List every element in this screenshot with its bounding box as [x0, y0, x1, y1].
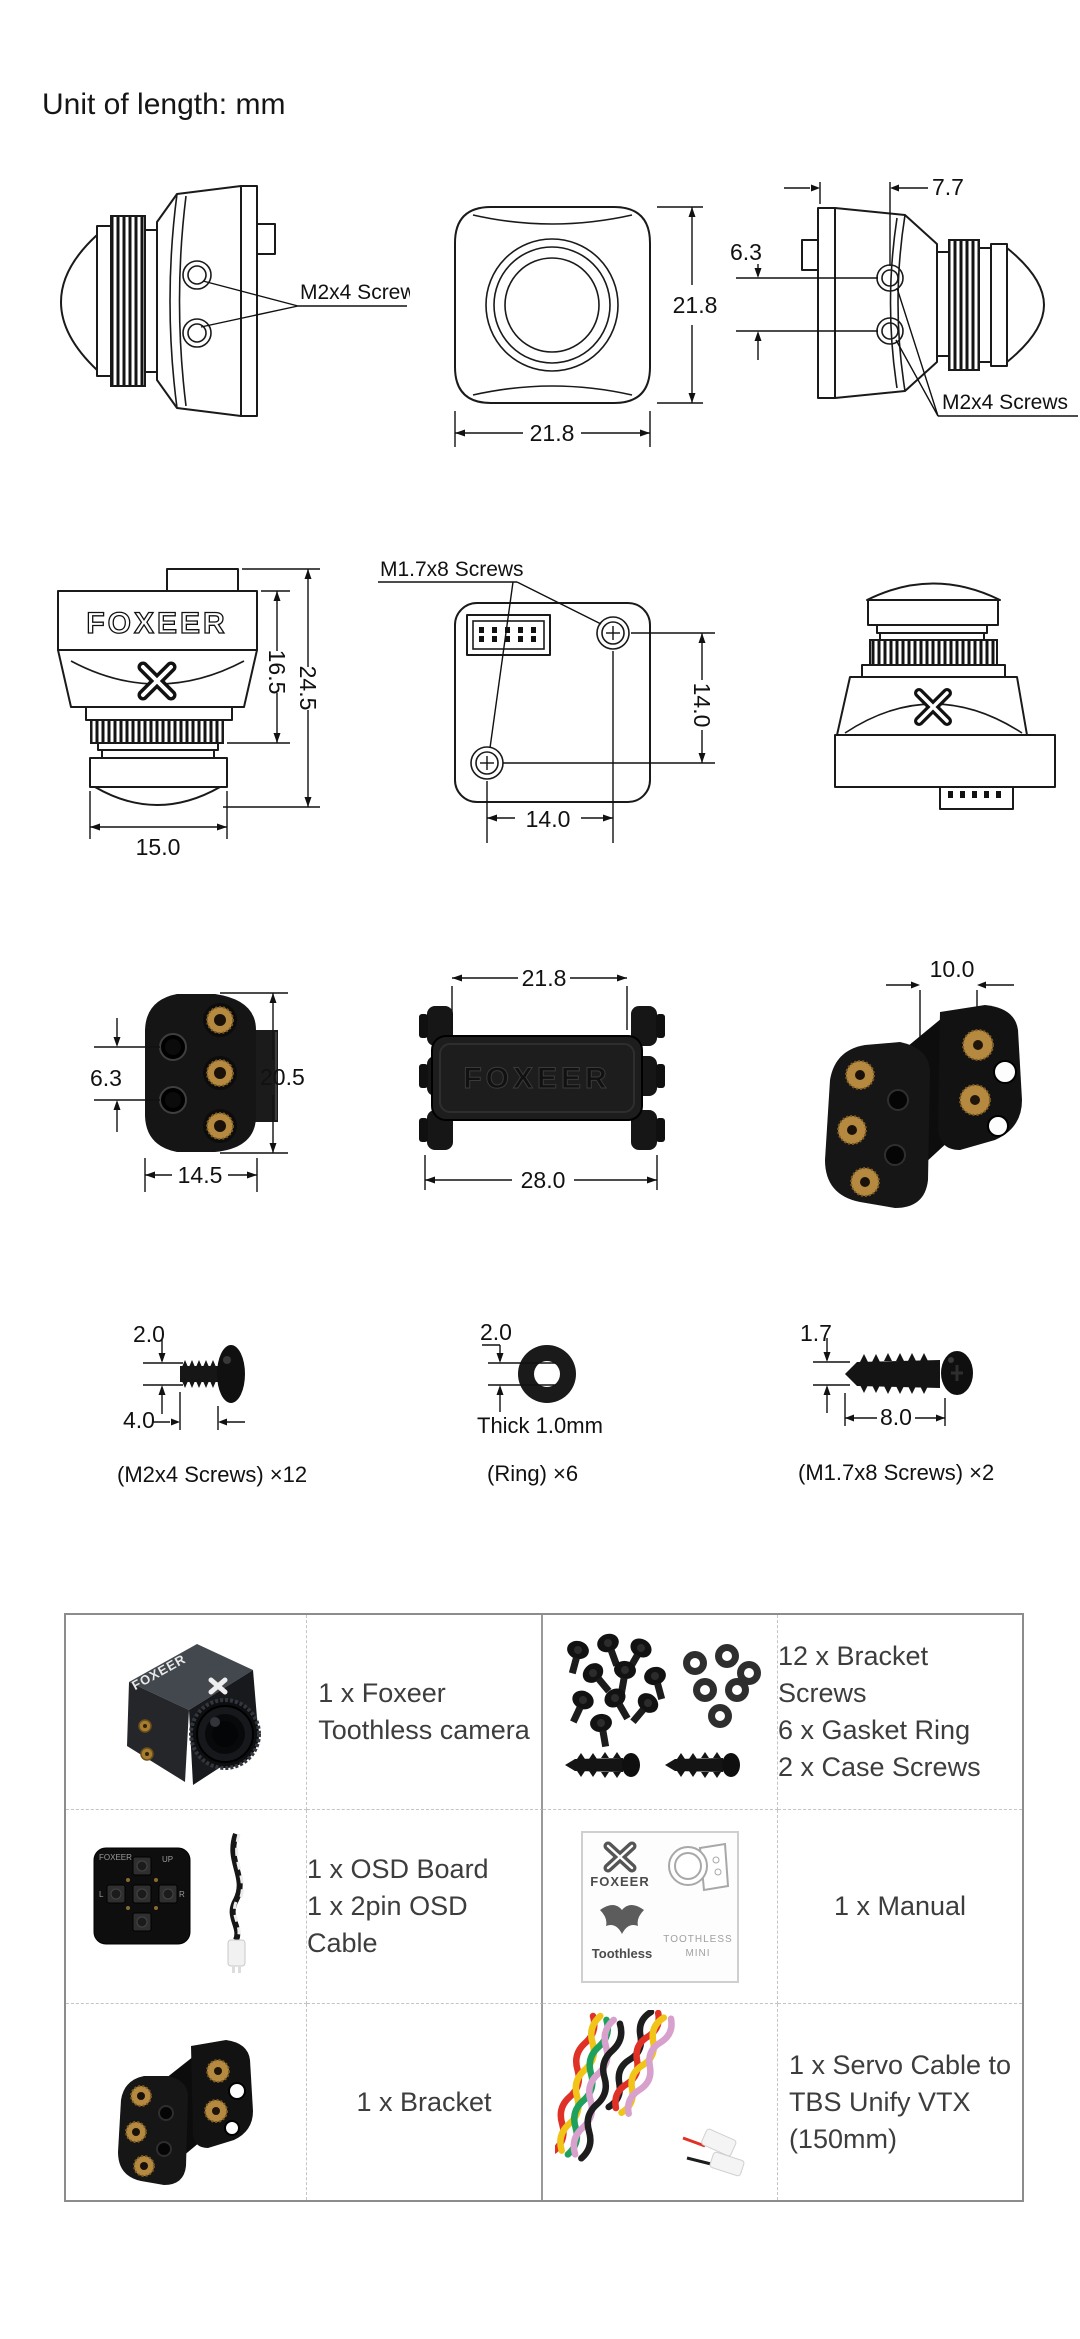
dim-bracket-hole-spacing: 6.3	[90, 1065, 122, 1091]
packing-photo-manual: FOXEER Toothless TOOTHLESS MINI	[543, 1810, 778, 2004]
manual-art: FOXEER Toothless TOOTHLESS MINI	[581, 1830, 739, 1983]
dim-lens-width: 15.0	[136, 834, 181, 860]
osd-brand-text: FOXEER	[99, 1853, 132, 1862]
drawing-camera-side-right: 7.7 6.3 M2x4 Screws	[700, 148, 1080, 468]
dim-hole-spacing-v: 14.0	[689, 683, 715, 728]
dim-bracket-outer-width: 28.0	[521, 1167, 566, 1193]
packing-photo-osd-board: FOXEER UP L R	[66, 1810, 307, 2004]
packing-item-bracket: 1 x Bracket	[307, 2004, 543, 2200]
dim-hole-spacing-h: 14.0	[526, 806, 571, 832]
packing-item-camera: 1 x Foxeer Toothless camera	[307, 1615, 543, 1810]
page-title: Unit of length: mm	[42, 88, 286, 121]
manual-brand-text: FOXEER	[590, 1874, 649, 1889]
dim-body-height: 16.5	[264, 650, 290, 695]
dim-m2x4-length: 4.0	[123, 1407, 155, 1433]
camera-front-art: 21.8 21.8	[454, 206, 718, 447]
servo-cable-art	[555, 2009, 745, 2176]
packing-line: 1 x Manual	[833, 1891, 967, 1921]
photo-bracket-side: 6.3 20.5 14.5	[60, 960, 380, 1222]
photo-bracket-front: FOXEER 21.8 28.0	[400, 950, 720, 1240]
packing-line: 6 x Gasket Ring	[778, 1715, 971, 1745]
dim-m2x4-diameter: 2.0	[133, 1322, 165, 1347]
drawing-camera-top-view: FOXEER 16.5 24.5	[40, 555, 370, 860]
camera-photo-art: FOXEER	[127, 1643, 261, 1785]
osd-board-art: FOXEER UP L R	[93, 1832, 246, 1973]
osd-right-label: R	[179, 1890, 185, 1899]
camera-side-right-art: 7.7 6.3 M2x4 Screws	[730, 174, 1078, 417]
drawing-camera-back-view: M1.7x8 Screws 14.0 14.0	[375, 545, 720, 860]
dim-front-width: 21.8	[530, 420, 575, 446]
dim-lens-offset: 7.7	[932, 174, 964, 200]
ring-thickness-label: Thick 1.0mm	[477, 1413, 603, 1438]
camera-side-left-art: M2x4 Screws	[60, 185, 426, 417]
manual-logo-label: Toothless	[592, 1946, 652, 1961]
photo-bracket-iso: 10.0	[790, 950, 1080, 1240]
screw-callout-label: M2x4 Screws	[300, 281, 410, 304]
packing-line: 1 x 2pin OSD Cable	[307, 1891, 468, 1958]
manual-product-line1: TOOTHLESS	[663, 1934, 732, 1945]
m2x4-caption: (M2x4 Screws) ×12	[117, 1462, 307, 1487]
osd-left-label: L	[99, 1890, 104, 1899]
packing-photo-servo-cable	[543, 2004, 778, 2200]
ring-caption: (Ring) ×6	[487, 1461, 578, 1486]
drawing-camera-side-left: M2x4 Screws	[55, 160, 426, 465]
packing-list-table: FOXEER 1 x Foxeer Toothless camera	[64, 1613, 1024, 2202]
ring-art: 2.0 Thick 1.0mm (Ring) ×6	[477, 1319, 603, 1486]
packing-line: (150mm)	[788, 2123, 897, 2154]
packing-photo-screws	[543, 1615, 778, 1810]
bracket-front-art: FOXEER 21.8 28.0	[419, 965, 665, 1193]
packing-line: 1 x OSD Board	[307, 1854, 489, 1884]
dim-ring-diameter: 2.0	[480, 1322, 512, 1345]
dim-bracket-inner-width: 21.8	[522, 965, 567, 991]
packing-line: Toothless camera	[318, 1715, 530, 1745]
screws-rings-art	[565, 1633, 761, 1778]
camera-bottom-view-art	[834, 582, 1056, 810]
packing-line: 1 x Foxeer	[318, 1678, 446, 1708]
dim-screw-spacing: 6.3	[730, 239, 762, 265]
dim-bracket-depth: 10.0	[930, 956, 975, 982]
camera-top-view-art: FOXEER 16.5 24.5	[57, 568, 321, 860]
drawing-camera-bottom-view	[810, 555, 1080, 855]
packing-photo-camera: FOXEER	[66, 1615, 307, 1810]
manual-product-line2: MINI	[685, 1948, 710, 1959]
bracket-photo-art	[118, 2040, 253, 2185]
drawing-camera-front: 21.8 21.8	[445, 165, 745, 465]
camera-back-view-art: M1.7x8 Screws 14.0 14.0	[378, 558, 715, 843]
hardware-m17x8-screw: 1.7 8.0 (M1.7x8 Screws) ×2	[765, 1318, 1065, 1513]
packing-line: 12 x Bracket Screws	[778, 1641, 929, 1708]
packing-item-manual: 1 x Manual	[778, 1810, 1022, 2004]
screw-callout-label: M1.7x8 Screws	[380, 558, 524, 581]
packing-item-servo-cable: 1 x Servo Cable to TBS Unify VTX (150mm)	[778, 2004, 1022, 2200]
dim-total-height: 24.5	[295, 666, 321, 711]
dim-bracket-height: 20.5	[260, 1064, 305, 1090]
brand-embossed-text: FOXEER	[463, 1062, 610, 1095]
bracket-side-art: 6.3 20.5 14.5	[90, 992, 305, 1192]
m17x8-screw-art: 1.7 8.0 (M1.7x8 Screws) ×2	[798, 1320, 994, 1485]
dim-front-height: 21.8	[673, 292, 718, 318]
bracket-iso-art: 10.0	[825, 956, 1022, 1208]
hardware-gasket-ring: 2.0 Thick 1.0mm (Ring) ×6	[430, 1319, 660, 1512]
packing-item-osd: 1 x OSD Board 1 x 2pin OSD Cable	[307, 1810, 543, 2004]
packing-line: TBS Unify VTX	[788, 2086, 971, 2117]
m2x4-screw-art: 2.0 4.0 (M2x4 Screws) ×12	[117, 1321, 307, 1487]
packing-line: 2 x Case Screws	[778, 1752, 981, 1782]
dim-bracket-width: 14.5	[178, 1162, 223, 1188]
screw-callout-label: M2x4 Screws	[942, 391, 1068, 414]
dim-m17x8-length: 8.0	[880, 1404, 912, 1430]
osd-up-label: UP	[162, 1855, 173, 1864]
hardware-m2x4-screw: 2.0 4.0 (M2x4 Screws) ×12	[95, 1321, 325, 1512]
brand-embossed-text: FOXEER	[86, 607, 227, 640]
packing-line: 1 x Bracket	[356, 2086, 492, 2117]
packing-item-screws: 12 x Bracket Screws 6 x Gasket Ring 2 x …	[778, 1615, 1022, 1810]
m17x8-caption: (M1.7x8 Screws) ×2	[798, 1460, 994, 1485]
packing-photo-bracket	[66, 2004, 307, 2200]
packing-line: 1 x Servo Cable to	[788, 2049, 1012, 2080]
